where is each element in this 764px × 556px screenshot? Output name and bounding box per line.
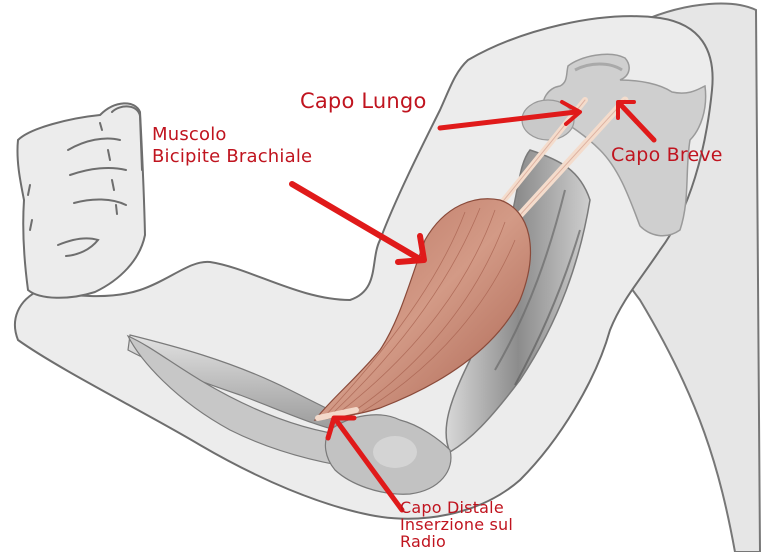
label-long-head-text: Capo Lungo xyxy=(300,89,427,113)
label-biceps-brachii: Muscolo Bicipite Brachiale xyxy=(152,124,312,168)
label-biceps-line1: Muscolo xyxy=(152,124,227,145)
arrow-biceps xyxy=(289,181,427,265)
label-short-head-text: Capo Breve xyxy=(611,144,723,166)
label-short-head: Capo Breve xyxy=(611,144,723,166)
annotation-arrows xyxy=(289,100,657,513)
biceps-muscle xyxy=(313,198,531,421)
fist xyxy=(16,102,147,299)
arrow-long-head xyxy=(437,100,582,131)
arrow-short-head xyxy=(616,100,657,143)
label-distal-line2: Inserzione sul xyxy=(400,515,514,534)
arrow-distal-head xyxy=(325,415,405,513)
label-distal-line3: Radio xyxy=(400,532,446,551)
label-distal-head: Capo Distale Inserzione sul Radio xyxy=(400,499,513,550)
label-biceps-line2: Bicipite Brachiale xyxy=(152,146,313,167)
label-long-head: Capo Lungo xyxy=(300,90,427,112)
label-distal-line1: Capo Distale xyxy=(400,498,504,517)
forearm-bones xyxy=(126,334,452,495)
